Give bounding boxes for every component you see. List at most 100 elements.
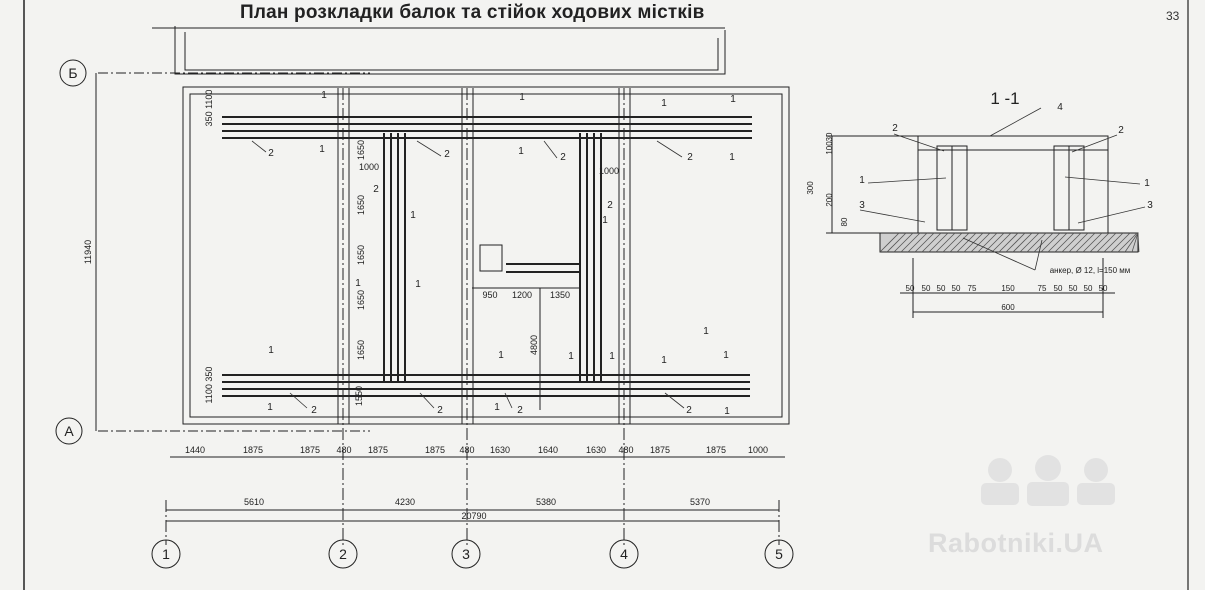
section-dimension: 50 (1099, 284, 1108, 293)
section-marker-2: 2 (268, 148, 274, 159)
section-marker-1: 1 (518, 146, 524, 157)
section-callout: 3 (859, 200, 865, 211)
section-height: 80 (840, 217, 849, 226)
slab-hatch-line (956, 232, 977, 253)
slab-hatch-line (1124, 232, 1139, 253)
span-dimension: 4230 (395, 497, 415, 507)
small-dimension: 1000 (359, 162, 379, 172)
section-dimension: 50 (1054, 284, 1063, 293)
section-marker-2: 2 (686, 405, 692, 416)
section-marker-1: 1 (723, 350, 729, 361)
section-dimension: 50 (952, 284, 961, 293)
section-marker-1: 1 (267, 402, 273, 413)
section-total-dimension: 600 (1001, 303, 1015, 312)
slab-hatch-line (1096, 232, 1117, 253)
slab-hatch-line (921, 232, 942, 253)
axis-column-label: 3 (462, 546, 470, 562)
section-height: 100 (825, 141, 834, 155)
section-dimension: 75 (968, 284, 977, 293)
section-dimension: 50 (1069, 284, 1078, 293)
section-marker-2: 2 (607, 200, 613, 211)
slab-hatch-line (942, 232, 963, 253)
dimension-label: 1000 (748, 445, 768, 455)
section-callout: 2 (1118, 125, 1124, 136)
dimension-label: 1650 (356, 290, 366, 310)
slab-hatch-line (977, 232, 998, 253)
slab-hatch-line (1033, 232, 1054, 253)
slab-hatch-line (1068, 232, 1089, 253)
axis-column-label: 1 (162, 546, 170, 562)
slab-hatch-line (998, 232, 1019, 253)
slab-hatch-line (1137, 232, 1140, 253)
slab-hatch-line (1061, 232, 1082, 253)
section-marker-1: 1 (519, 92, 525, 103)
section-callout: 3 (1147, 200, 1153, 211)
watermark-logo-icon (981, 455, 1115, 506)
section-callout: 1 (1144, 178, 1150, 189)
section-title: 1 -1 (990, 89, 1019, 108)
section-marker-1: 1 (609, 351, 615, 362)
section-marker-1: 1 (321, 90, 327, 101)
small-dimension: 1000 (599, 166, 619, 176)
axis-row-label: А (64, 423, 74, 439)
dimension-label: 4800 (529, 335, 539, 355)
axis-row-label: Б (68, 65, 77, 81)
slab-hatch-line (949, 232, 970, 253)
dimension-label: 1875 (243, 445, 263, 455)
span-dimension: 5370 (690, 497, 710, 507)
section-marker-1: 1 (724, 406, 730, 417)
page-number: 33 (1166, 9, 1180, 23)
inner-dimension: 950 (482, 290, 497, 300)
section-marker-2: 2 (687, 152, 693, 163)
dimension-label: 1440 (185, 445, 205, 455)
slab-hatch-line (935, 232, 956, 253)
slab-hatch-line (1012, 232, 1033, 253)
dimension-label: 1875 (706, 445, 726, 455)
watermark-text: Rabotniki.UA (928, 528, 1104, 558)
dimension-label: 480 (336, 445, 351, 455)
section-marker-1: 1 (730, 94, 736, 105)
section-dimension: 50 (1084, 284, 1093, 293)
dimension-label: 1650 (356, 195, 366, 215)
height-dimension: 11940 (83, 240, 93, 264)
section-marker-1: 1 (498, 350, 504, 361)
dimension-label: 1875 (425, 445, 445, 455)
axis-column-label: 4 (620, 546, 628, 562)
section-callout: 1 (859, 175, 865, 186)
slab-hatch-line (1075, 232, 1096, 253)
slab-hatch-line (1047, 232, 1068, 253)
dimension-label: 1550 (354, 386, 364, 406)
slab-hatch-line (1005, 232, 1026, 253)
section-marker-1: 1 (568, 351, 574, 362)
slab-hatch-line (970, 232, 991, 253)
slab-hatch-line (1103, 232, 1124, 253)
section-marker-2: 2 (373, 184, 379, 195)
slab-hatch-line (1019, 232, 1040, 253)
section-marker-1: 1 (602, 215, 608, 226)
section-dimension: 150 (1001, 284, 1015, 293)
slab-hatch-line (1040, 232, 1061, 253)
section-marker-2: 2 (437, 405, 443, 416)
section-callout: 4 (1057, 102, 1063, 113)
section-marker-2: 2 (444, 149, 450, 160)
slab-hatch-line (1082, 232, 1103, 253)
section-marker-1: 1 (703, 326, 709, 337)
overall-dimension: 20790 (461, 511, 486, 521)
dimension-label: 350 1100 (204, 90, 214, 127)
slab-hatch-line (879, 232, 900, 253)
section-dimension: 50 (922, 284, 931, 293)
span-dimension: 5380 (536, 497, 556, 507)
dimension-label: 1875 (368, 445, 388, 455)
section-dimension: 50 (937, 284, 946, 293)
dimension-label: 1630 (490, 445, 510, 455)
dimension-label: 1650 (356, 140, 366, 160)
inner-dimension: 1200 (512, 290, 532, 300)
inner-dimension: 1350 (550, 290, 570, 300)
anchor-note: анкер, Ø 12, l=150 мм (1050, 266, 1131, 275)
section-marker-2: 2 (560, 152, 566, 163)
section-marker-2: 2 (517, 405, 523, 416)
dimension-label: 1650 (356, 340, 366, 360)
section-callout: 2 (892, 123, 898, 134)
section-marker-2: 2 (311, 405, 317, 416)
dimension-label: 1875 (300, 445, 320, 455)
